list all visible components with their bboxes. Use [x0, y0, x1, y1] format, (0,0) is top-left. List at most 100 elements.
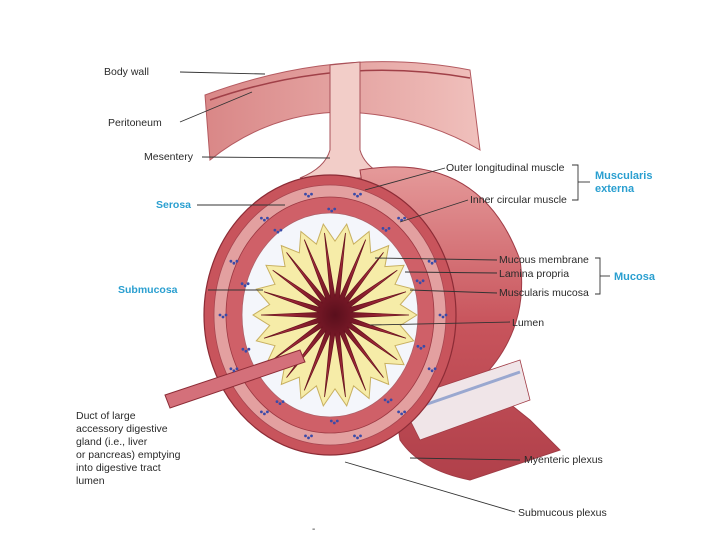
label-duct-line-6: lumen: [76, 475, 105, 487]
plexus-dot: [421, 279, 425, 283]
plexus-dot: [419, 346, 423, 350]
plexus-dot: [246, 282, 250, 286]
plexus-dot: [232, 261, 236, 265]
plexus-dot: [235, 259, 239, 263]
plexus-dot: [356, 436, 359, 440]
plexus-dot: [310, 192, 313, 196]
plexus-dot: [221, 315, 225, 319]
label-duct-line-2: accessory digestive: [76, 423, 168, 435]
plexus-dot: [244, 349, 248, 353]
plexus-dot: [218, 313, 222, 317]
label-myenteric-plexus: Myenteric plexus: [524, 454, 603, 466]
plexus-dot: [441, 315, 445, 319]
plexus-dot: [224, 313, 228, 317]
plexus-dot: [304, 434, 307, 438]
label-muscularis-mucosa: Muscularis mucosa: [499, 287, 589, 299]
plexus-dot: [260, 410, 263, 414]
plexus-dot: [356, 194, 359, 198]
plexus-dot: [279, 228, 283, 232]
label-duct-line-4: or pancreas) emptying: [76, 449, 181, 461]
plexus-dot: [276, 230, 280, 234]
label-submucous-plexus: Submucous plexus: [518, 507, 607, 519]
plexus-dot: [433, 367, 437, 371]
leader-lines: [179, 71, 610, 513]
plexus-dot: [263, 218, 266, 222]
plexus-dot: [275, 400, 279, 403]
label-mucous-membrane: Mucous membrane: [499, 254, 589, 266]
plexus-dot: [400, 412, 403, 416]
label-body-wall: Body wall: [104, 66, 149, 78]
mucous-membrane-shape: [260, 232, 410, 398]
plexus-dot: [433, 259, 437, 263]
plexus-dot: [427, 259, 431, 263]
plexus-dot: [353, 192, 356, 196]
label-serosa: Serosa: [156, 199, 192, 211]
label-peritoneum: Peritoneum: [108, 117, 162, 129]
plexus-dot: [332, 421, 336, 425]
plexus-dot: [329, 419, 333, 423]
plexus-dot: [359, 434, 362, 438]
plexus-dot: [273, 228, 277, 232]
plexus-dot: [266, 410, 269, 414]
plexus-dot: [403, 216, 406, 220]
plexus-dot: [247, 347, 251, 351]
label-outer-longitudinal-muscle: Outer longitudinal muscle: [446, 162, 565, 174]
plexus-dot: [260, 216, 263, 220]
plexus-dot: [333, 207, 337, 211]
label-mucosa: Mucosa: [614, 271, 655, 283]
label-submucosa: Submucosa: [118, 284, 178, 296]
label-duct-line-1: Duct of large: [76, 410, 136, 422]
plexus-dot: [430, 261, 434, 265]
label-inner-circular-muscle: Inner circular muscle: [470, 194, 567, 206]
plexus-dot: [232, 369, 236, 373]
plexus-dot: [241, 347, 245, 351]
plexus-dot: [330, 209, 334, 213]
label-muscularis-externa-1: Muscularis: [595, 170, 653, 182]
accessory-gland-duct: [164, 349, 306, 409]
label-lamina-propria: Lamina propria: [499, 268, 570, 280]
plexus-dot: [415, 279, 419, 283]
plexus-dot: [335, 419, 339, 423]
label-duct-line-5: into digestive tract: [76, 462, 161, 474]
plexus-dot: [427, 367, 431, 371]
plexus-dot: [438, 313, 442, 317]
label-duct-line-3: gland (i.e., liver: [76, 436, 148, 448]
label-lumen: Lumen: [512, 317, 545, 329]
plexus-dot: [444, 313, 448, 317]
plexus-dot: [383, 398, 387, 402]
plexus-dot: [386, 400, 390, 404]
plexus-dot: [403, 410, 406, 414]
label-muscularis-externa-2: externa: [595, 183, 635, 195]
plexus-dot: [278, 402, 282, 405]
plexus-dot: [359, 192, 362, 196]
plexus-dot: [263, 412, 266, 416]
plexus-dot: [418, 281, 422, 285]
plexus-dot: [381, 227, 385, 230]
plexus-dot: [240, 282, 244, 286]
plexus-dot: [304, 192, 307, 196]
plexus-dot: [307, 194, 310, 198]
plexus-dot: [229, 259, 233, 263]
plexus-dot: [307, 436, 310, 440]
plexus-dot: [229, 367, 233, 371]
plexus-dot: [387, 227, 391, 230]
plexus-dot: [389, 398, 393, 402]
plexus-dot: [384, 229, 388, 232]
plexus-dot: [281, 400, 285, 403]
plexus-dot: [235, 367, 239, 371]
plexus-dot: [353, 434, 356, 438]
plexus-dot: [243, 284, 247, 288]
plexus-dot: [397, 216, 400, 220]
caption-mark: -: [312, 524, 316, 535]
plexus-dot: [430, 369, 434, 373]
plexus-dot: [397, 410, 400, 414]
plexus-dot: [266, 216, 269, 220]
plexus-dot: [422, 344, 426, 348]
plexus-dot: [416, 344, 420, 348]
plexus-dots: [218, 192, 448, 440]
label-mesentery: Mesentery: [144, 151, 194, 163]
plexus-dot: [310, 434, 313, 438]
plexus-dot: [327, 207, 331, 211]
